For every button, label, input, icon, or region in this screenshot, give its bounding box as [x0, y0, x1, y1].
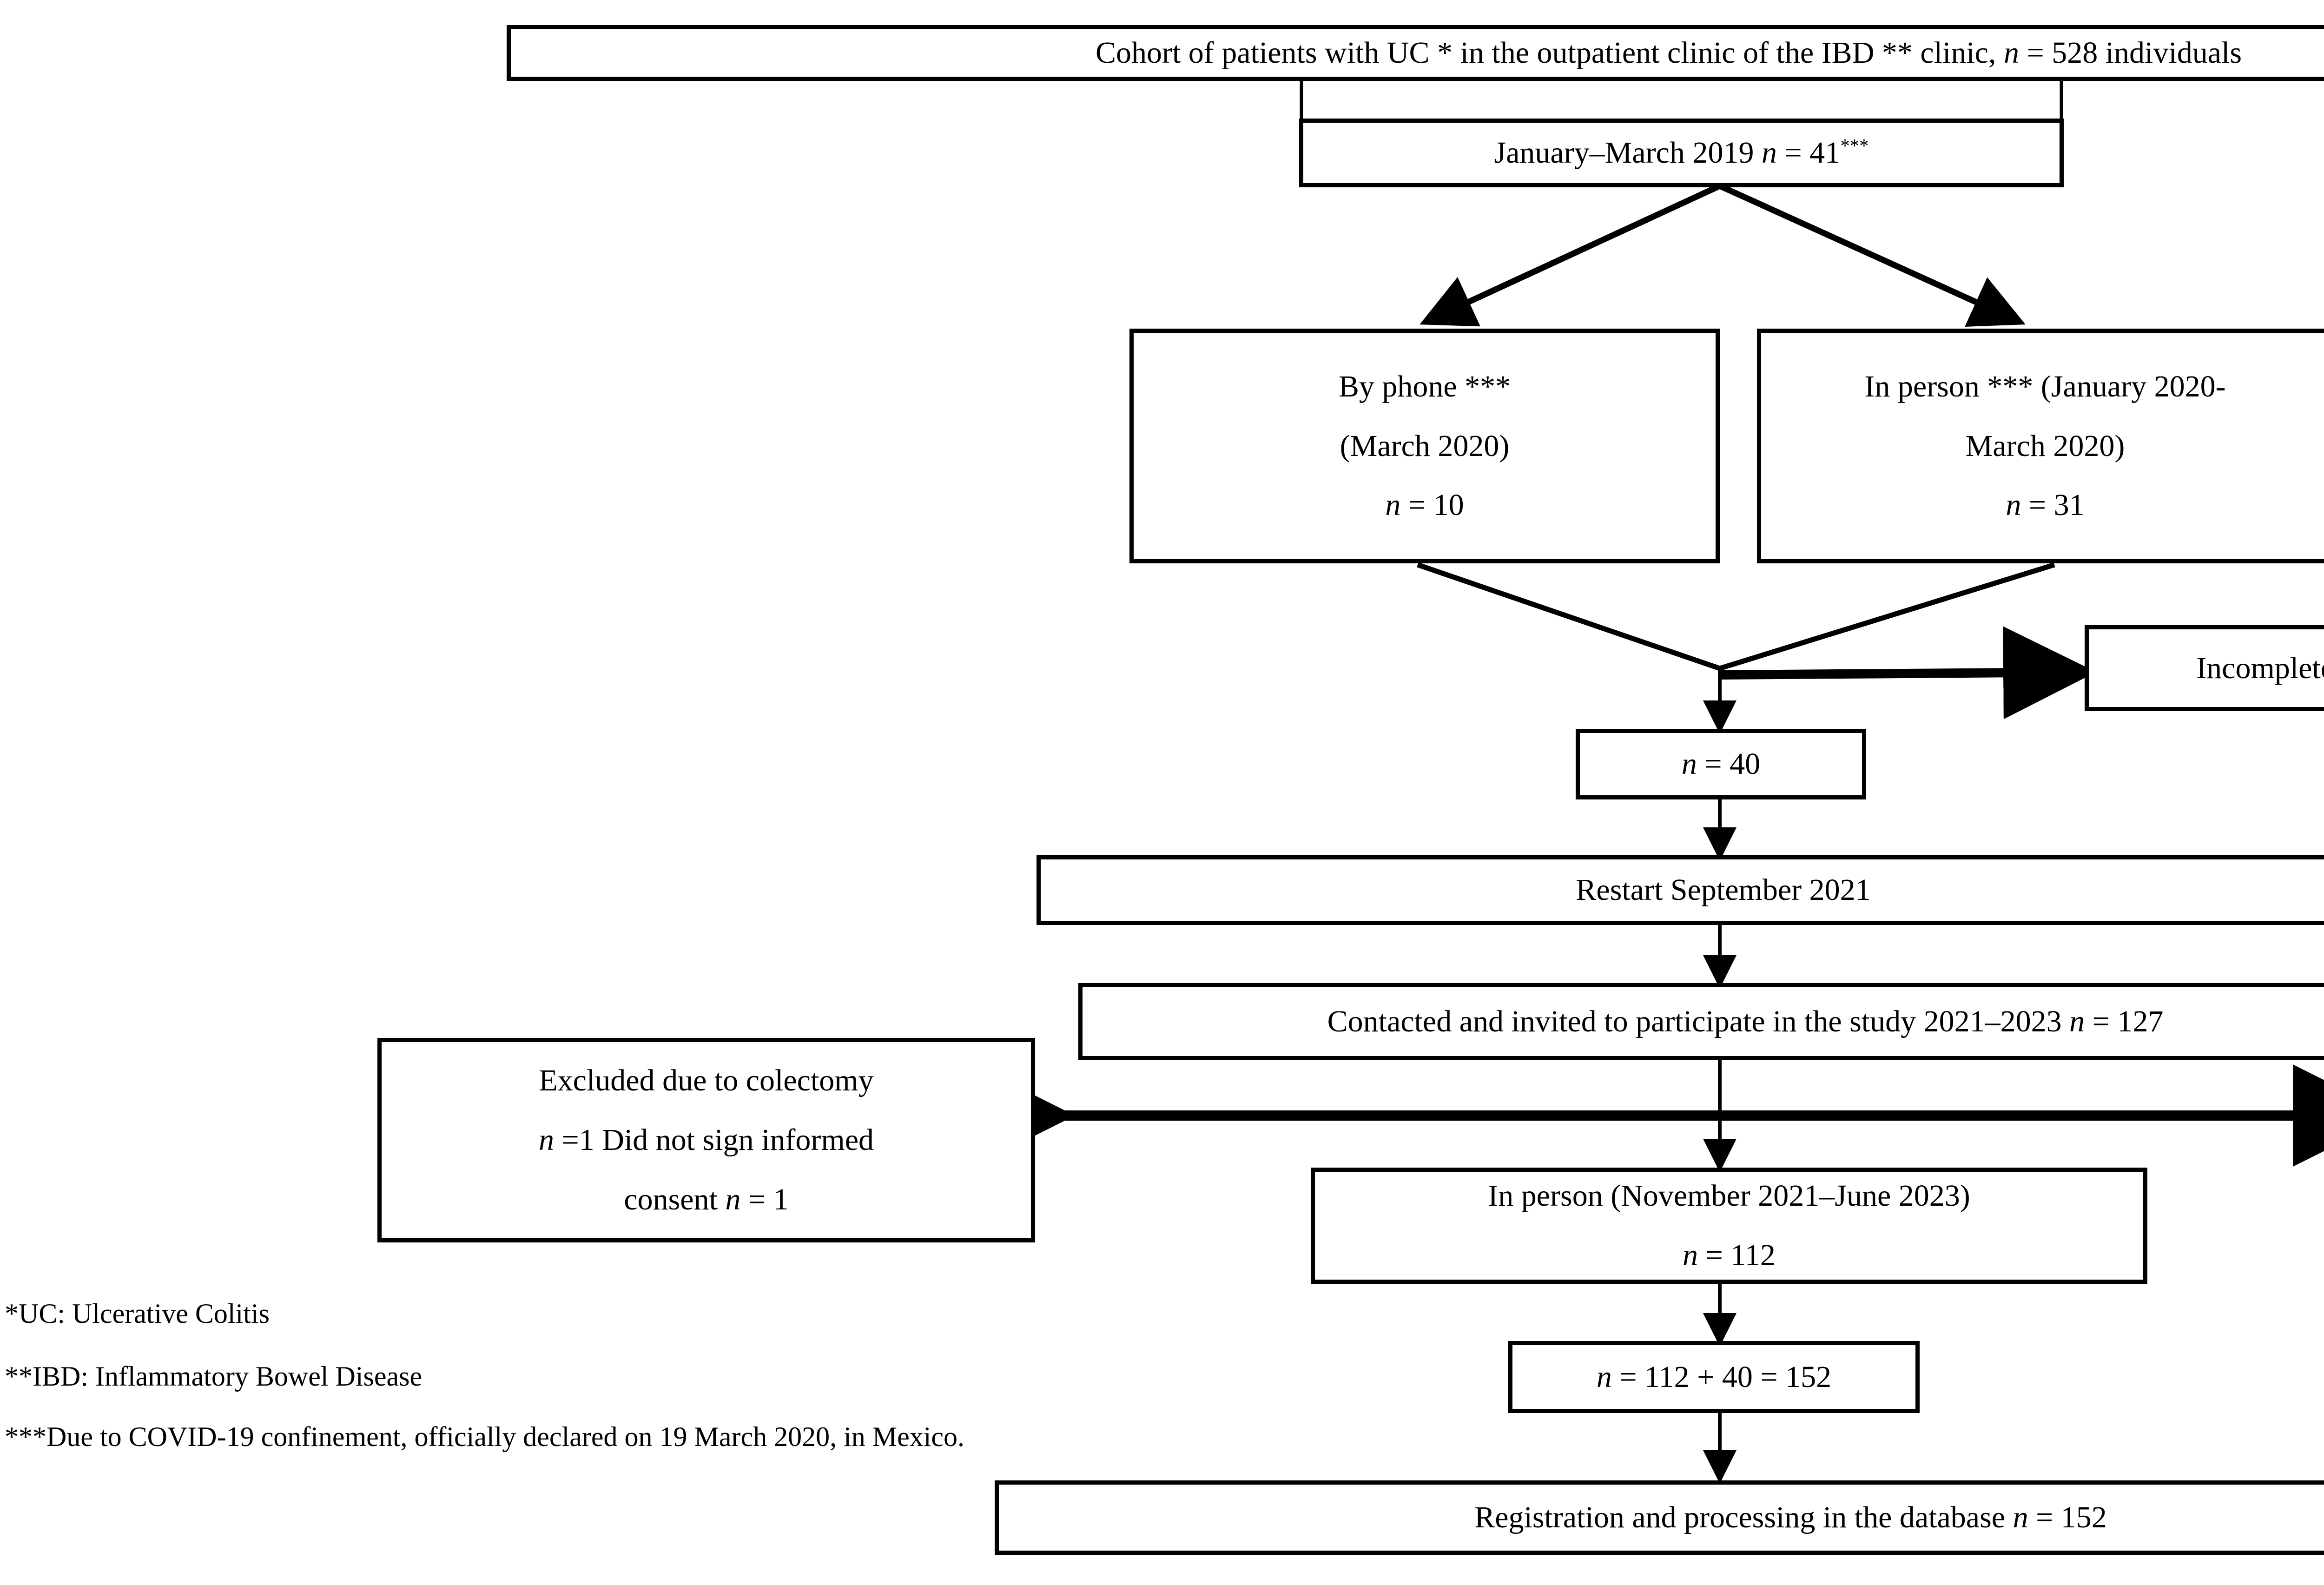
- node-jan-march-2019-text: January–March 2019 n = 41***: [1494, 135, 1868, 171]
- node-total-text: n = 112 + 40 = 152: [1597, 1360, 1831, 1395]
- footnote-covid: ***Due to COVID-19 confinement, official…: [5, 1421, 965, 1452]
- node-excluded[interactable]: Excluded due to colectomy n =1 Did not s…: [377, 1038, 1035, 1242]
- by-phone-line-2: (March 2020): [1340, 429, 1510, 463]
- footnote-uc: *UC: Ulcerative Colitis: [5, 1298, 270, 1329]
- jan-march-n-symbol: n: [1761, 136, 1777, 170]
- incomplete-text-a: Incomplete: [2196, 651, 2324, 685]
- node-registration[interactable]: Registration and processing in the datab…: [995, 1480, 2324, 1555]
- excluded-line-1: Excluded due to colectomy: [539, 1063, 874, 1098]
- total-n-symbol: n: [1596, 1360, 1612, 1394]
- node-in-person-2021[interactable]: In person (November 2021–June 2023) n = …: [1311, 1168, 2147, 1284]
- contacted-text-a: Contacted and invited to participate in …: [1327, 1004, 2070, 1039]
- in-person-2020-n-value: = 31: [2021, 488, 2085, 522]
- registration-text-a: Registration and processing in the datab…: [1474, 1500, 2013, 1535]
- in-person-2021-line-2: n = 112: [1683, 1238, 1776, 1273]
- cohort-text-d: = 528 individuals: [2019, 36, 2242, 70]
- jan-march-text-b: = 41: [1776, 136, 1841, 170]
- node-total[interactable]: n = 112 + 40 = 152: [1508, 1341, 1920, 1413]
- node-jan-march-2019[interactable]: January–March 2019 n = 41***: [1299, 119, 2064, 187]
- in-person-2020-n-symbol: n: [2006, 488, 2021, 522]
- cohort-text-a: Cohort of patients with UC: [1095, 36, 1438, 70]
- by-phone-n-value: = 10: [1400, 488, 1464, 522]
- in-person-2021-line-1: In person (November 2021–June 2023): [1488, 1179, 1970, 1213]
- node-registration-text: Registration and processing in the datab…: [1474, 1500, 2107, 1535]
- excluded-line-2: n =1 Did not sign informed: [539, 1123, 874, 1158]
- jan-march-superscript: ***: [1840, 135, 1869, 157]
- node-restart[interactable]: Restart September 2021: [1037, 855, 2324, 925]
- cohort-text-c: clinic,: [1912, 36, 2004, 70]
- contacted-text-b: = 127: [2085, 1004, 2164, 1039]
- cohort-star-2: **: [1882, 36, 1913, 70]
- in-person-2020-line-3: n = 31: [2006, 488, 2084, 523]
- cohort-text-b: in the outpatient clinic of the IBD: [1452, 36, 1882, 70]
- registration-text-b: = 152: [2028, 1500, 2107, 1535]
- contacted-n-symbol: n: [2069, 1004, 2085, 1039]
- in-person-2020-line-1: In person *** (January 2020-: [1864, 369, 2226, 403]
- n40-n-symbol: n: [1681, 747, 1697, 781]
- excluded-n-symbol-2: n: [725, 1182, 741, 1216]
- cohort-n-symbol: n: [2003, 36, 2019, 70]
- in-person-2020-line-2: March 2020): [1965, 429, 2125, 463]
- in-person-2021-n-value: = 112: [1698, 1238, 1776, 1272]
- excluded-line-3-a: consent: [624, 1182, 726, 1216]
- in-person-2021-n-symbol: n: [1683, 1238, 1698, 1272]
- node-cohort-text: Cohort of patients with UC * in the outp…: [1096, 35, 2242, 71]
- node-incomplete[interactable]: Incomplete n = 1: [2085, 625, 2324, 711]
- by-phone-line-3: n = 10: [1385, 488, 1464, 523]
- by-phone-line-1: By phone ***: [1338, 369, 1511, 403]
- excluded-line-3-b: = 1: [740, 1182, 789, 1216]
- node-contacted[interactable]: Contacted and invited to participate in …: [1078, 983, 2324, 1060]
- registration-n-symbol: n: [2013, 1500, 2028, 1535]
- node-incomplete-text: Incomplete n = 1: [2196, 651, 2324, 686]
- jan-march-text-a: January–March 2019: [1494, 136, 1762, 170]
- excluded-line-2-rest: =1 Did not sign informed: [554, 1123, 874, 1157]
- excluded-line-3: consent n = 1: [624, 1182, 788, 1217]
- node-by-phone[interactable]: By phone *** (March 2020) n = 10: [1129, 329, 1720, 563]
- n40-value: = 40: [1697, 747, 1761, 781]
- total-value: = 112 + 40 = 152: [1611, 1360, 1832, 1394]
- excluded-n-symbol-1: n: [538, 1123, 554, 1157]
- node-n-40[interactable]: n = 40: [1576, 729, 1866, 799]
- node-restart-text: Restart September 2021: [1576, 873, 1871, 907]
- by-phone-n-symbol: n: [1385, 488, 1401, 522]
- node-in-person-2020[interactable]: In person *** (January 2020- March 2020)…: [1757, 329, 2324, 563]
- footnote-ibd: **IBD: Inflammatory Bowel Disease: [5, 1361, 423, 1392]
- cohort-star-1: *: [1437, 36, 1453, 70]
- node-cohort[interactable]: Cohort of patients with UC * in the outp…: [507, 25, 2324, 81]
- node-contacted-text: Contacted and invited to participate in …: [1327, 1004, 2164, 1039]
- node-n-40-text: n = 40: [1682, 746, 1760, 782]
